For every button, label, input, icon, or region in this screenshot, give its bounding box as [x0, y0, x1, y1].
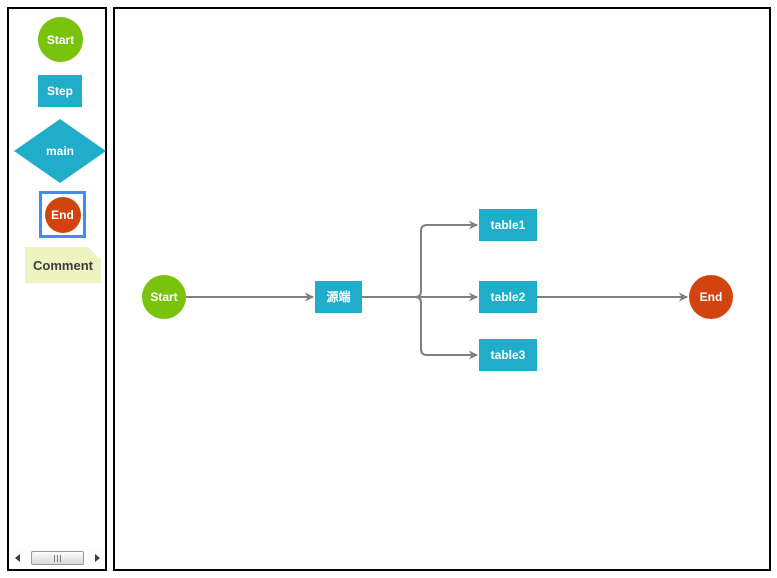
scrollbar-grip-icon: [54, 554, 61, 562]
node-end[interactable]: End: [689, 275, 733, 319]
palette-item-label: Comment: [33, 257, 93, 273]
edge-source-table3: [362, 296, 478, 360]
shape-palette-panel: Start Step main End Comment: [7, 7, 107, 571]
palette-item-start[interactable]: Start: [38, 17, 83, 62]
node-label: table1: [490, 218, 526, 232]
scroll-right-arrow-icon: [94, 554, 100, 562]
palette-item-comment[interactable]: Comment: [25, 247, 101, 283]
palette-item-end-selection-frame[interactable]: End: [39, 191, 86, 238]
scrollbar-thumb[interactable]: [31, 551, 84, 565]
scrollbar-left-button[interactable]: [10, 550, 24, 566]
node-table2[interactable]: table2: [479, 281, 537, 313]
node-table3[interactable]: table3: [479, 339, 537, 371]
scrollbar-track[interactable]: [24, 550, 90, 566]
node-label: End: [699, 290, 723, 304]
palette-item-end[interactable]: End: [44, 196, 81, 233]
connectors-layer: [186, 220, 688, 360]
palette-item-label: Start: [46, 32, 75, 47]
node-label: table3: [490, 348, 526, 362]
node-label: table2: [490, 290, 526, 304]
edge-source-table1: [362, 220, 478, 298]
palette-item-label: End: [51, 207, 74, 222]
palette-item-step[interactable]: Step: [38, 75, 82, 107]
node-start[interactable]: Start: [142, 275, 186, 319]
palette-item-main[interactable]: main: [14, 119, 106, 183]
scrollbar-right-button[interactable]: [90, 550, 104, 566]
node-label: Start: [150, 290, 178, 304]
node-label: 源端: [326, 290, 351, 304]
horizontal-scrollbar: [10, 550, 104, 566]
palette-item-label: main: [45, 144, 74, 158]
scroll-left-arrow-icon: [14, 554, 20, 562]
palette-item-label: Step: [46, 84, 73, 98]
node-table1[interactable]: table1: [479, 209, 537, 241]
node-source[interactable]: 源端: [315, 281, 362, 313]
flowchart-canvas-panel[interactable]: Start 源端 table1 table2 table3 End: [113, 7, 771, 571]
